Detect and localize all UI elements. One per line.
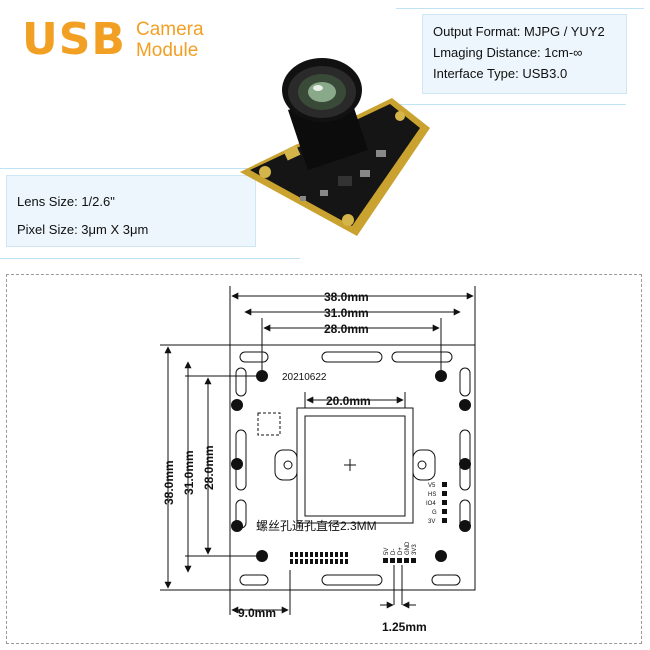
pin-label-right: 3V [428,519,435,525]
spec-lens-size: Lens Size: 1/2.6" [17,194,115,209]
diagram-frame [6,274,642,644]
decor-line [396,104,626,105]
pin-label-right: V5 [428,483,436,489]
dim-bottom-left: 9.0mm [238,606,276,620]
spec-panel-left: Lens Size: 1/2.6" Pixel Size: 3μm X 3μm [6,175,256,247]
pin-label-right: G [432,510,437,516]
brand-subtitle: Camera Module [135,19,204,61]
mount-hole [231,399,243,411]
pin-label-bottom: 5V [384,548,390,555]
dim-left-outer: 38.0mm [162,460,176,505]
decor-line [396,8,644,9]
dim-top-mid: 31.0mm [324,306,369,320]
mount-hole [459,458,471,470]
mount-hole [435,370,447,382]
mount-hole [459,520,471,532]
pin-label-bottom: GND [405,541,411,555]
pin-label-bottom: 3V3 [412,544,418,555]
bottom-connector-pads [290,552,348,564]
spec-panel-right: Output Format: MJPG / YUY2 Lmaging Dista… [422,14,627,94]
mount-hole [231,520,243,532]
dim-top-inner: 28.0mm [324,322,369,336]
decor-line [0,258,300,259]
spec-output-format: Output Format: MJPG / YUY2 [433,24,605,39]
spec-imaging-distance: Lmaging Distance: 1cm-∞ [433,45,583,60]
pin-label-right: HS [428,492,436,498]
mount-hole [256,550,268,562]
spec-pixel-size: Pixel Size: 3μm X 3μm [17,222,149,237]
mount-hole [231,458,243,470]
dim-left-inner: 28.0mm [202,445,216,490]
brand-logo: USB Camera Module [22,18,204,62]
date-code: 20210622 [282,372,327,383]
hole-note: 螺丝孔通孔直径2.3MM [256,519,377,533]
dim-lens: 20.0mm [326,394,371,408]
dim-top-outer: 38.0mm [324,290,369,304]
mount-hole [435,550,447,562]
dim-bottom-pitch: 1.25mm [382,620,427,634]
pin-label-bottom: D- [391,549,397,555]
dim-left-mid: 31.0mm [182,450,196,495]
mount-hole [256,370,268,382]
brand-title: USB [22,14,126,65]
mount-hole [459,399,471,411]
spec-interface-type: Interface Type: USB3.0 [433,66,568,81]
pin-label-right: IO4 [426,501,436,507]
decor-line [0,168,270,169]
pin-label-bottom: D+ [398,547,404,555]
board-outline [229,344,476,591]
